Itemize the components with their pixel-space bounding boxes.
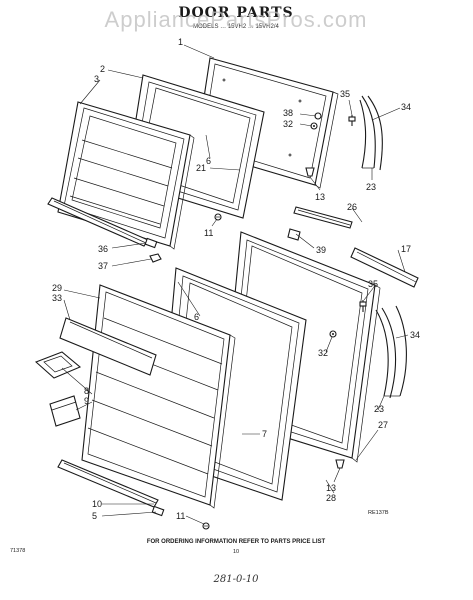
leader-lines xyxy=(61,44,409,525)
shelf-end-cap xyxy=(144,237,158,249)
callout-23-bottom: 23 xyxy=(374,404,384,414)
callout-13-top: 13 xyxy=(315,192,325,202)
trim-bracket-39 xyxy=(287,228,301,241)
hinge-pin-bottom xyxy=(359,300,367,312)
callout-35-bottom: 35 xyxy=(368,279,378,289)
freezer-door-shelf-bar xyxy=(47,197,149,247)
callout-3: 3 xyxy=(94,74,99,84)
callout-39: 39 xyxy=(316,245,326,255)
callout-10: 10 xyxy=(92,499,102,509)
door-bin xyxy=(49,395,81,427)
callout-8: 8 xyxy=(84,386,89,396)
callout-9: 9 xyxy=(84,396,89,406)
callout-21: 21 xyxy=(196,163,206,173)
callout-7: 7 xyxy=(262,429,267,439)
callout-2: 2 xyxy=(100,64,105,74)
callout-13-bottom: 13 xyxy=(326,483,336,493)
watermark: AppliancePartsPros.com xyxy=(105,7,368,32)
handwritten-note: 281-0-10 xyxy=(213,574,260,585)
callout-29: 29 xyxy=(52,283,62,293)
fresh-food-door-handle xyxy=(375,305,407,399)
callout-32-bottom: 32 xyxy=(318,348,328,358)
callout-38: 38 xyxy=(283,108,293,118)
shelf-end-cap-bottom xyxy=(151,505,165,517)
left-code: 71378 xyxy=(10,548,25,554)
callout-6-top: 6 xyxy=(206,156,211,166)
hinge-pin-top xyxy=(348,115,356,126)
callout-28: 28 xyxy=(326,493,336,503)
callout-27: 27 xyxy=(378,420,388,430)
callout-5: 5 xyxy=(92,511,97,521)
freezer-door-liner xyxy=(57,101,195,250)
callout-33: 33 xyxy=(52,293,62,303)
callout-34-bottom: 34 xyxy=(410,330,420,340)
page-number: 10 xyxy=(233,549,239,555)
freezer-door-handle xyxy=(359,95,383,171)
diagram-title: DOOR PARTS xyxy=(178,5,293,21)
callout-11-bottom: 11 xyxy=(176,511,185,521)
ordering-information-note: FOR ORDERING INFORMATION REFER TO PARTS … xyxy=(147,539,326,545)
callout-23-top: 23 xyxy=(366,182,376,192)
door-bumper-top xyxy=(305,167,315,177)
fresh-food-door-top-trim xyxy=(350,247,419,288)
door-plug-32-bottom xyxy=(329,330,337,338)
callout-26: 26 xyxy=(347,202,357,212)
callout-35-top: 35 xyxy=(340,89,350,99)
callout-6-bottom: 6 xyxy=(194,312,199,322)
diagram-subtitle: MODELS … 15VH2 … 15VH2/4 xyxy=(193,24,279,30)
callout-36: 36 xyxy=(98,244,108,254)
reference-code: RE137B xyxy=(368,510,389,516)
door-top-trim xyxy=(293,206,353,229)
freezer-door-screw xyxy=(214,213,222,221)
callout-11-top: 11 xyxy=(204,228,213,238)
door-bumper-bottom xyxy=(335,459,345,469)
callout-labels: 1 2 3 35 34 38 32 6 21 23 13 26 11 39 17… xyxy=(52,37,420,521)
butter-compartment-door xyxy=(59,317,157,376)
callout-1: 1 xyxy=(178,37,183,47)
shelf-retainer-clip xyxy=(149,253,162,263)
callout-17: 17 xyxy=(401,244,411,254)
fresh-food-door-screw xyxy=(202,522,210,530)
callout-32-top: 32 xyxy=(283,119,293,129)
callout-34-top: 34 xyxy=(401,102,411,112)
callout-37: 37 xyxy=(98,261,108,271)
dairy-tray xyxy=(34,351,82,379)
